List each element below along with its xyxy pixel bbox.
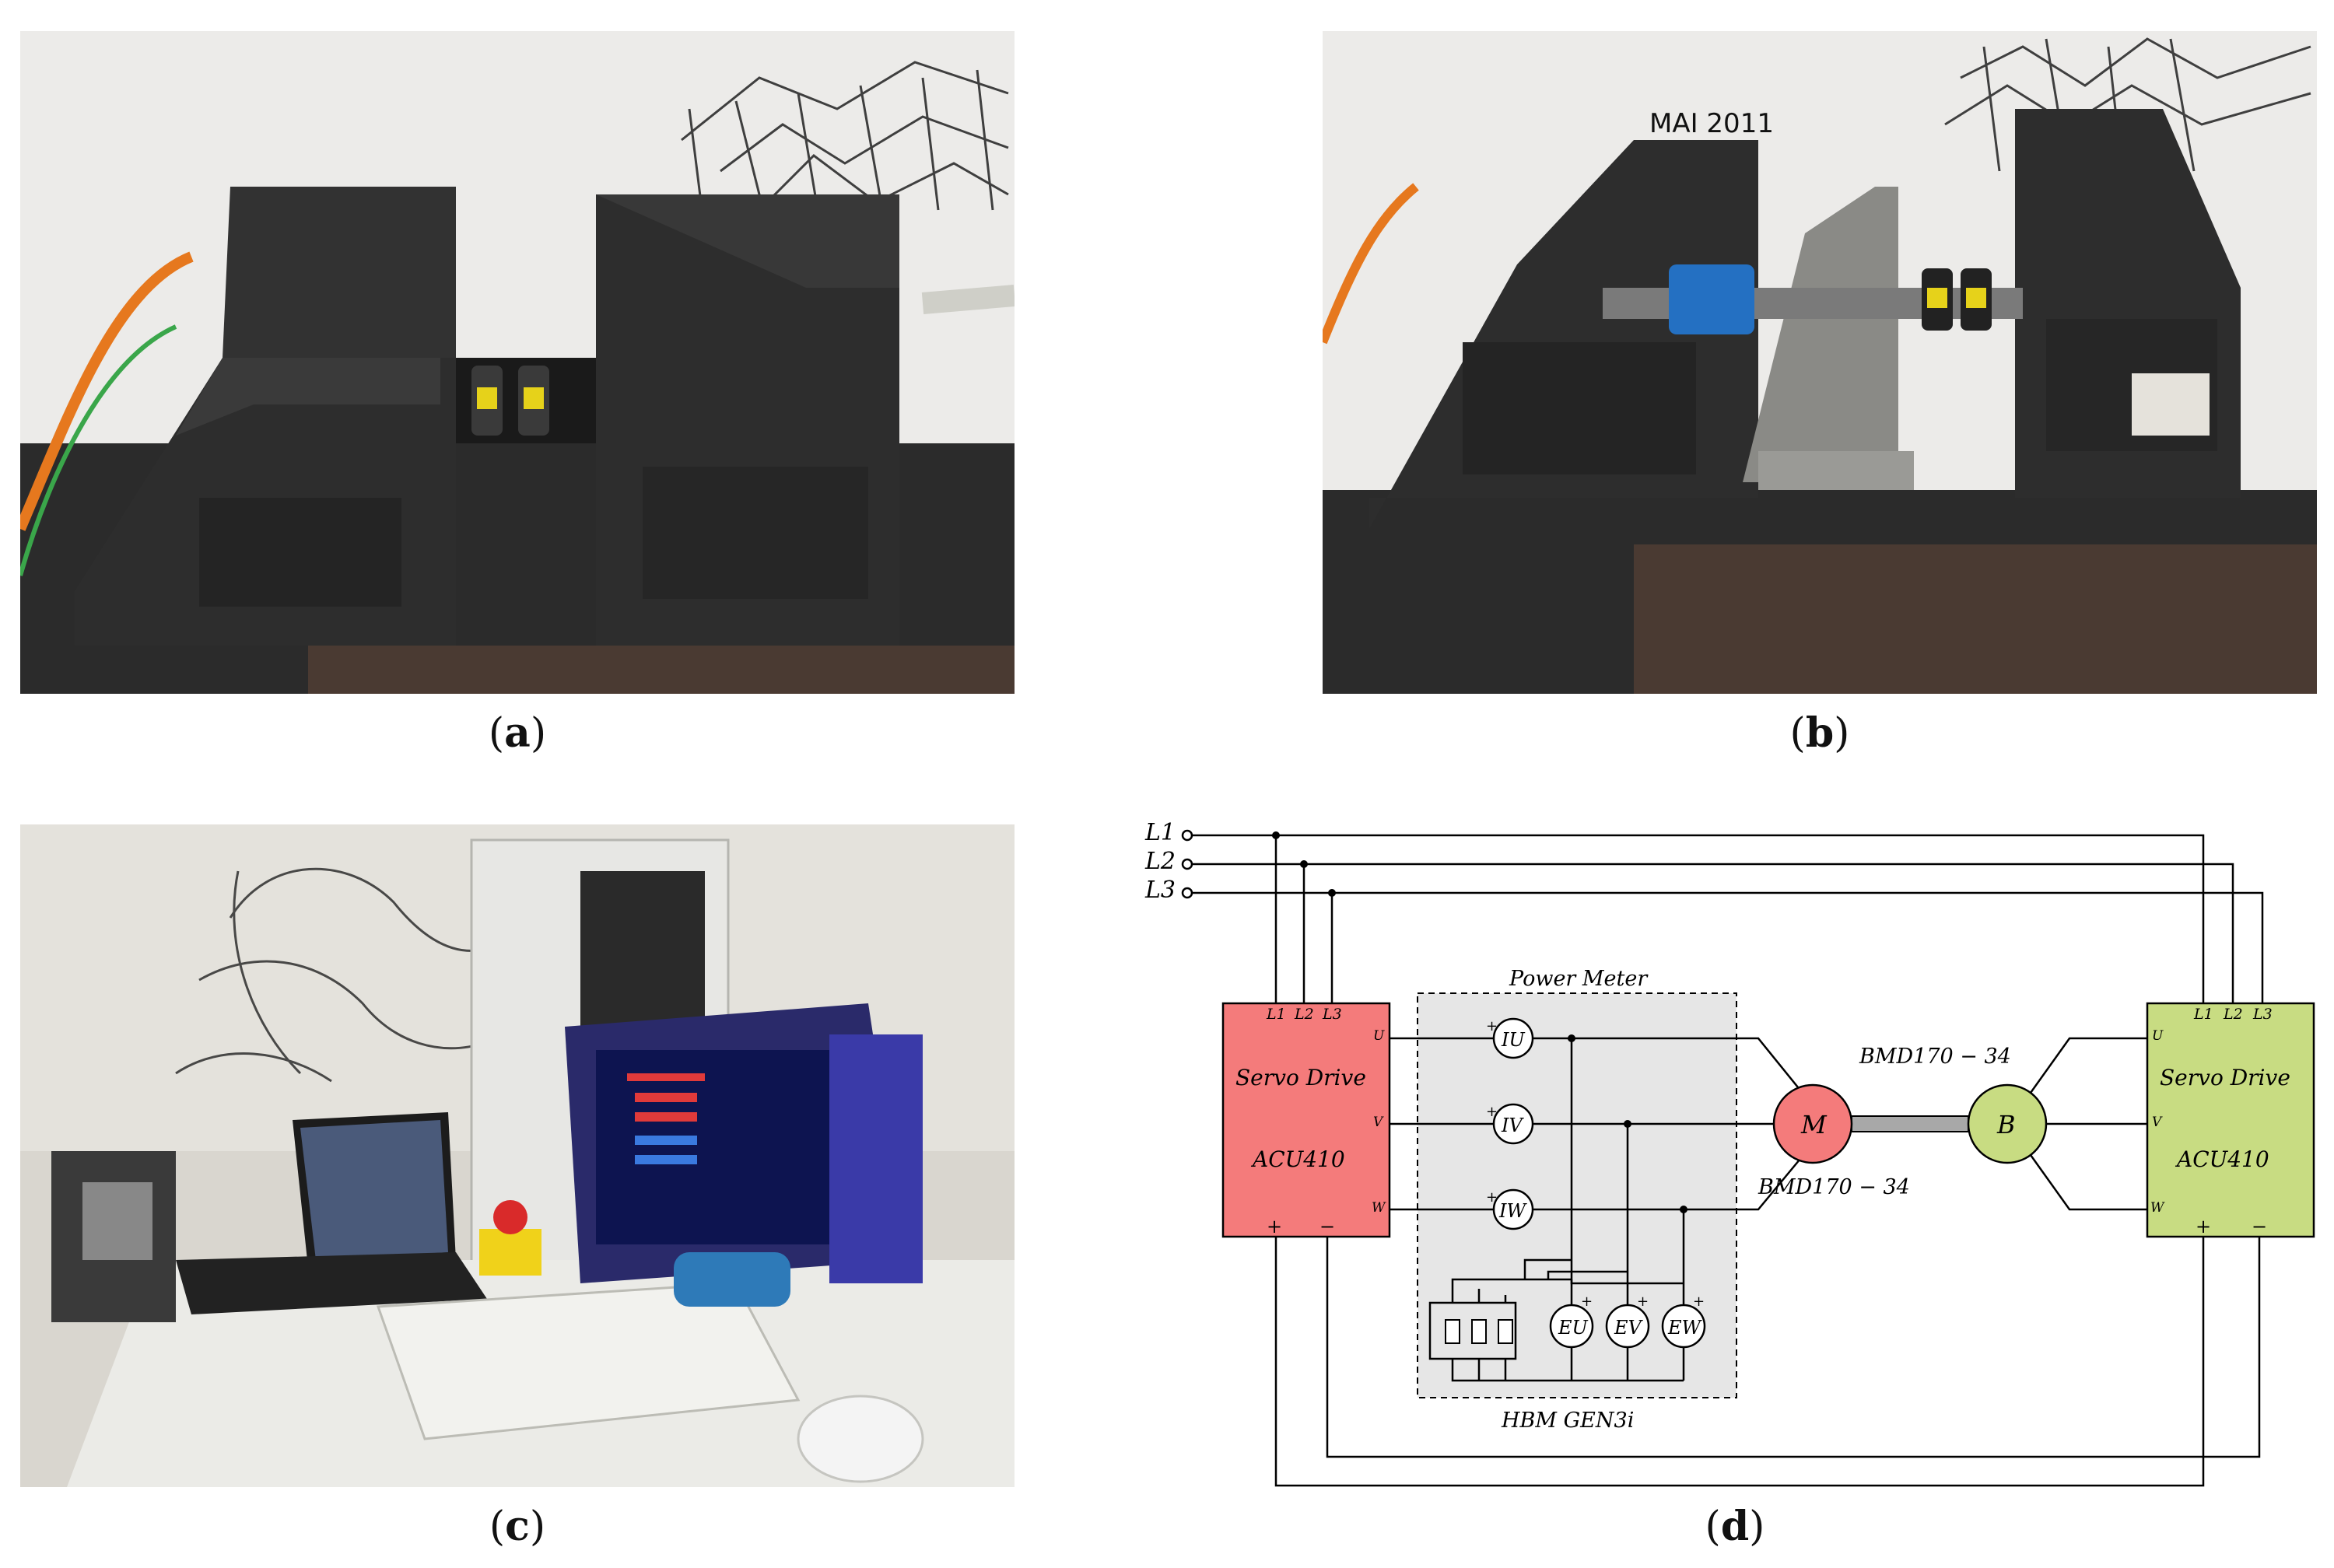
- photo-c: [20, 824, 1015, 1487]
- svg-text:L2: L2: [1294, 1006, 1314, 1023]
- power-meter: Power Meter HBM GEN3i: [1417, 967, 1737, 1433]
- supply-lines: L1 L2 L3: [1144, 819, 2264, 1003]
- circuit-diagram: .w { stroke:#000; stroke-width:2.5; fill…: [1136, 813, 2334, 1497]
- resistor-network: [1428, 1258, 1684, 1382]
- caption-a: (a): [488, 709, 547, 757]
- current-sensor-w: IW +: [1486, 1188, 1534, 1230]
- svg-text:V: V: [1373, 1115, 1384, 1130]
- svg-text:−: −: [2252, 1216, 2267, 1237]
- svg-text:L1: L1: [1144, 819, 1176, 846]
- svg-text:+: +: [1486, 1189, 1498, 1206]
- svg-text:+: +: [1637, 1293, 1649, 1310]
- svg-text:L3: L3: [1322, 1006, 1342, 1023]
- svg-text:W: W: [1372, 1200, 1386, 1216]
- svg-text:L3: L3: [1144, 877, 1176, 904]
- svg-text:Servo Drive: Servo Drive: [1235, 1065, 1366, 1090]
- svg-text:BMD170 − 34: BMD170 − 34: [1859, 1045, 2011, 1069]
- svg-text:ACU410: ACU410: [2175, 1146, 2269, 1172]
- svg-text:Power Meter: Power Meter: [1509, 967, 1649, 991]
- svg-text:+: +: [1486, 1104, 1498, 1120]
- svg-text:ACU410: ACU410: [1250, 1146, 1345, 1172]
- svg-text:+: +: [1581, 1293, 1593, 1310]
- caption-c: (c): [489, 1503, 546, 1550]
- photo-a: [20, 31, 1015, 694]
- svg-text:HBM GEN3i: HBM GEN3i: [1501, 1409, 1634, 1433]
- svg-text:BMD170 − 34: BMD170 − 34: [1758, 1175, 1910, 1199]
- photo-b: MAI 2011: [1323, 31, 2317, 694]
- svg-text:L2: L2: [1144, 848, 1176, 875]
- svg-text:B: B: [1996, 1110, 2016, 1139]
- wall-note: MAI 2011: [1649, 108, 1774, 139]
- current-sensor-v: IV +: [1486, 1103, 1534, 1145]
- svg-text:IU: IU: [1501, 1029, 1525, 1051]
- svg-text:−: −: [1319, 1216, 1335, 1237]
- svg-text:IW: IW: [1498, 1200, 1527, 1222]
- right-servo-drive: L1 L2 L3 Servo Drive ACU410 U V W + −: [2146, 1002, 2315, 1238]
- svg-text:+: +: [2196, 1216, 2211, 1237]
- svg-text:M: M: [1800, 1110, 1828, 1139]
- svg-text:EW: EW: [1667, 1317, 1703, 1339]
- svg-text:L1: L1: [1266, 1006, 1286, 1023]
- svg-text:L1: L1: [2193, 1006, 2213, 1023]
- svg-text:+: +: [1267, 1216, 1282, 1237]
- brake: B BMD170 − 34: [1859, 1045, 2048, 1164]
- svg-text:U: U: [1373, 1028, 1385, 1044]
- svg-text:EU: EU: [1558, 1317, 1589, 1339]
- motor: M BMD170 − 34: [1758, 1083, 1910, 1199]
- current-sensor-u: IU +: [1486, 1017, 1534, 1059]
- svg-text:+: +: [1486, 1018, 1498, 1034]
- voltage-sensor-w: EW +: [1661, 1293, 1706, 1349]
- caption-d: (d): [1705, 1503, 1765, 1550]
- svg-text:Servo Drive: Servo Drive: [2160, 1065, 2290, 1090]
- svg-text:V: V: [2152, 1115, 2163, 1130]
- svg-text:IV: IV: [1501, 1115, 1524, 1136]
- caption-b: (b): [1789, 709, 1850, 757]
- svg-text:L2: L2: [2223, 1006, 2243, 1023]
- svg-text:L3: L3: [2252, 1006, 2273, 1023]
- svg-text:W: W: [2150, 1200, 2165, 1216]
- svg-text:EV: EV: [1614, 1317, 1644, 1339]
- left-servo-drive: L1 L2 L3 Servo Drive ACU410 U V W + −: [1221, 1002, 1391, 1238]
- svg-text:U: U: [2152, 1028, 2164, 1044]
- svg-text:+: +: [1693, 1293, 1705, 1310]
